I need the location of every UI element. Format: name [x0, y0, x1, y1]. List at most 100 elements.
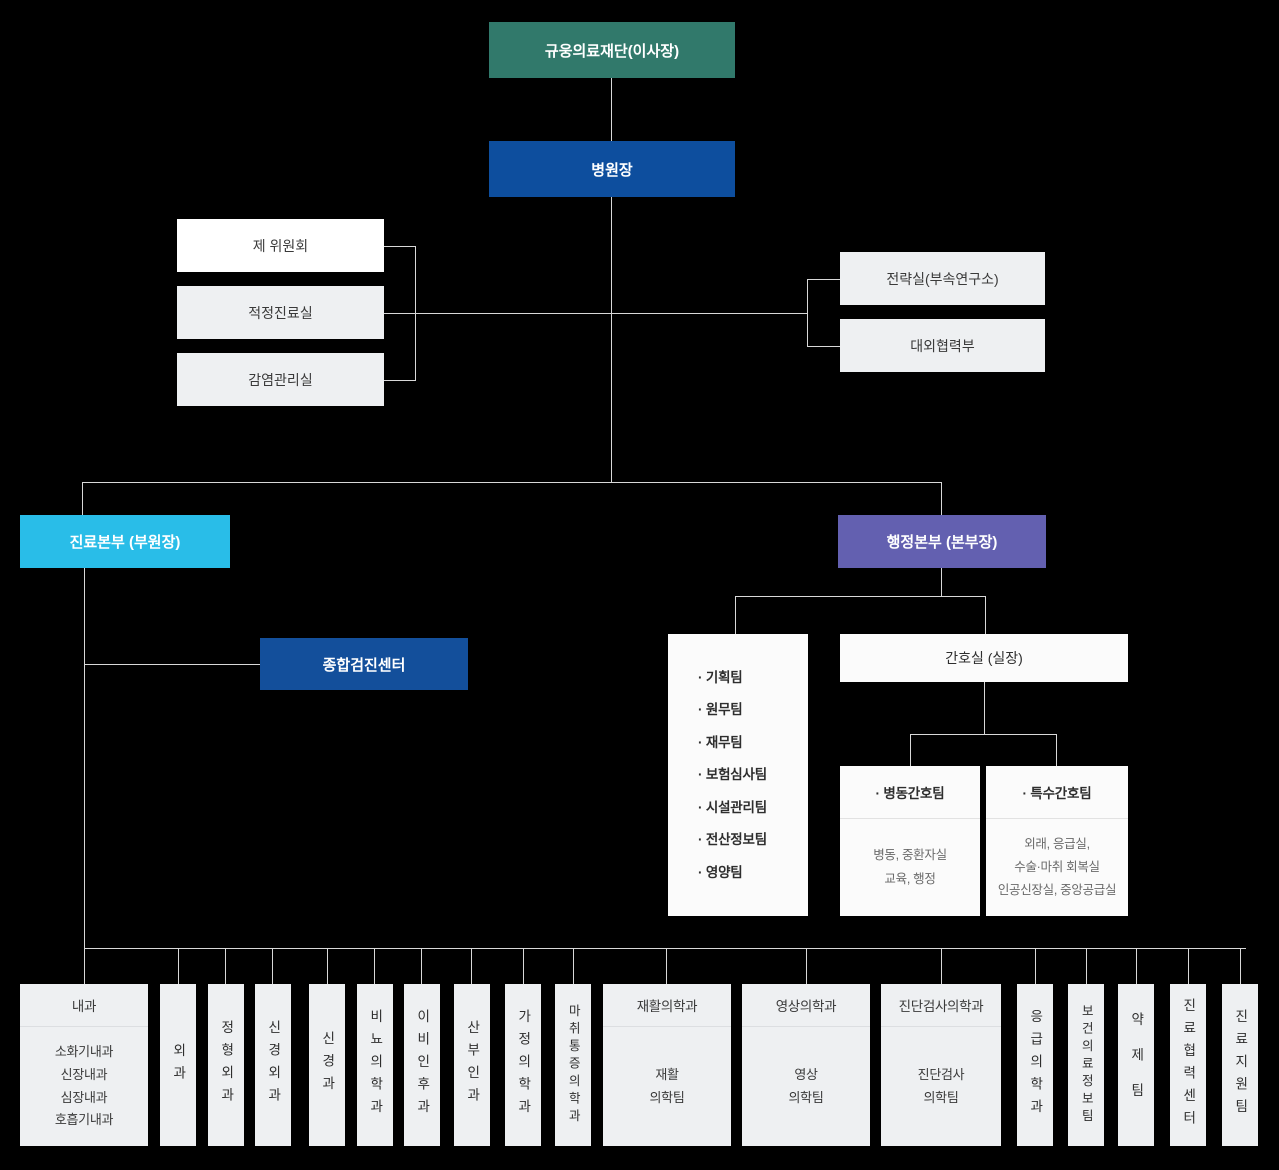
dept-item: 의학팀	[923, 1089, 959, 1105]
dept-emergency-medicine[interactable]: 응급의학과	[1017, 984, 1053, 1146]
dept-item: 호흡기내과	[54, 1112, 114, 1128]
admin-team-item: · 원무팀	[698, 702, 743, 718]
dept-otolaryngology-title: 이비인후과	[414, 1008, 430, 1122]
connector-left-committee-1	[384, 246, 416, 247]
connector-dept-drop	[421, 948, 422, 984]
dept-internal-medicine-items: 소화기내과 신장내과 심장내과 호흡기내과	[20, 1027, 148, 1146]
dept-orthopedics-title: 정형외과	[218, 1020, 234, 1110]
dept-referral-center[interactable]: 진료협력센터	[1170, 984, 1206, 1146]
node-special-nursing-team[interactable]: · 특수간호팀 외래, 응급실, 수술·마취 회복실 인공신장실, 중앙공급실	[986, 766, 1128, 916]
dept-emergency-medicine-title: 응급의학과	[1027, 1008, 1043, 1122]
ward-nursing-detail: 병동, 중환자실	[873, 848, 947, 863]
connector-dept-drop	[327, 948, 328, 984]
node-admin-division-label: 행정본부 (본부장)	[886, 534, 998, 551]
admin-team-item: · 영양팀	[698, 864, 743, 880]
dept-internal-medicine[interactable]: 내과 소화기내과 신장내과 심장내과 호흡기내과	[20, 984, 148, 1146]
connector-director-spine	[611, 197, 612, 482]
dept-medical-support-team[interactable]: 진료지원팀	[1222, 984, 1258, 1146]
ward-nursing-team-title: · 병동간호팀	[840, 766, 980, 819]
dept-item: 의학팀	[649, 1089, 685, 1105]
connector-dept-drop	[272, 948, 273, 984]
dept-item: 신장내과	[60, 1066, 108, 1082]
connector-dept-drop	[84, 948, 85, 984]
connector-dept-drop	[666, 948, 667, 984]
dept-obstetrics-gynecology[interactable]: 산부인과	[454, 984, 490, 1146]
dept-laboratory-medicine-items: 진단검사 의학팀	[881, 1027, 1001, 1146]
connector-dept-drop	[1136, 948, 1137, 984]
dept-medical-support-team-title: 진료지원팀	[1232, 1008, 1248, 1122]
dept-item: 진단검사	[917, 1066, 965, 1082]
dept-referral-center-title: 진료협력센터	[1180, 997, 1196, 1133]
connector-nursing-spine	[984, 682, 985, 734]
connector-medical-to-screening	[84, 664, 261, 665]
node-committee-0[interactable]: 제 위원회	[177, 219, 384, 272]
connector-admin-to-teams	[735, 596, 736, 634]
dept-neurology-title: 신경과	[319, 1031, 335, 1099]
connector-left-committee-3	[384, 380, 416, 381]
dept-item: 심장내과	[60, 1089, 108, 1105]
node-office-1[interactable]: 대외협력부	[840, 319, 1045, 372]
admin-team-list[interactable]: · 기획팀 · 원무팀 · 재무팀 · 보험심사팀 · 시설관리팀 · 전산정보…	[668, 634, 808, 916]
connector-dept-drop	[178, 948, 179, 984]
dept-item: 소화기내과	[54, 1044, 114, 1059]
node-committee-1[interactable]: 적정진료실	[177, 286, 384, 339]
dept-obstetrics-gynecology-title: 산부인과	[464, 1020, 480, 1110]
admin-team-item: · 전산정보팀	[698, 832, 767, 848]
dept-family-medicine-title: 가정의학과	[515, 1008, 531, 1122]
ward-nursing-team-details: 병동, 중환자실 교육, 행정	[840, 819, 980, 916]
connector-dept-drop	[1188, 948, 1189, 984]
connector-admin-bus	[735, 596, 986, 597]
connector-nursing-to-ward	[910, 734, 911, 766]
dept-pharmacy-team[interactable]: 약제팀	[1118, 984, 1154, 1146]
node-director-label: 병원장	[591, 161, 633, 179]
special-nursing-detail: 인공신장실, 중앙공급실	[997, 883, 1117, 898]
node-office-1-label: 대외협력부	[910, 337, 975, 354]
node-nursing-office-label: 간호실 (실장)	[945, 650, 1023, 666]
node-medical-division[interactable]: 진료본부 (부원장)	[20, 515, 230, 568]
node-ward-nursing-team[interactable]: · 병동간호팀 병동, 중환자실 교육, 행정	[840, 766, 980, 916]
node-office-0[interactable]: 전략실(부속연구소)	[840, 252, 1045, 305]
connector-right-bracket-vertical	[807, 279, 808, 346]
dept-orthopedics[interactable]: 정형외과	[208, 984, 244, 1146]
connector-foundation-director	[611, 78, 612, 141]
connector-bus-to-admin	[941, 482, 942, 515]
dept-rehabilitation-medicine[interactable]: 재활의학과 재활 의학팀	[603, 984, 731, 1146]
dept-internal-medicine-title: 내과	[20, 984, 148, 1027]
dept-health-information-team[interactable]: 보건의료정보팀	[1068, 984, 1104, 1146]
connector-dept-drop	[471, 948, 472, 984]
dept-rehabilitation-medicine-items: 재활 의학팀	[603, 1027, 731, 1146]
connector-dept-drop	[573, 948, 574, 984]
dept-otolaryngology[interactable]: 이비인후과	[404, 984, 440, 1146]
dept-surgery-title: 외과	[170, 1042, 186, 1088]
node-nursing-office[interactable]: 간호실 (실장)	[840, 634, 1128, 682]
dept-neurosurgery[interactable]: 신경외과	[255, 984, 291, 1146]
node-foundation-label: 규웅의료재단(이사장)	[544, 42, 680, 60]
dept-neurology[interactable]: 신경과	[309, 984, 345, 1146]
connector-dept-drop	[225, 948, 226, 984]
connector-dept-drop	[806, 948, 807, 984]
node-screening-center[interactable]: 종합검진센터	[260, 638, 468, 690]
dept-laboratory-medicine[interactable]: 진단검사의학과 진단검사 의학팀	[881, 984, 1001, 1146]
connector-right-office-2	[807, 346, 840, 347]
dept-surgery[interactable]: 외과	[160, 984, 196, 1146]
connector-right-office-1	[807, 279, 840, 280]
dept-item: 영상	[794, 1066, 818, 1082]
dept-family-medicine[interactable]: 가정의학과	[505, 984, 541, 1146]
dept-item: 재활	[655, 1066, 679, 1082]
connector-left-bracket-to-spine	[415, 313, 612, 314]
node-admin-division[interactable]: 행정본부 (본부장)	[838, 515, 1046, 568]
connector-bus-to-medical	[82, 482, 83, 515]
node-committee-2[interactable]: 감염관리실	[177, 353, 384, 406]
node-foundation[interactable]: 규웅의료재단(이사장)	[489, 22, 735, 78]
admin-team-item: · 보험심사팀	[698, 767, 767, 783]
special-nursing-team-title: · 특수간호팀	[986, 766, 1128, 819]
dept-radiology[interactable]: 영상의학과 영상 의학팀	[742, 984, 870, 1146]
connector-dept-drop	[1240, 948, 1241, 984]
ward-nursing-detail: 교육, 행정	[884, 871, 936, 886]
node-director[interactable]: 병원장	[489, 141, 735, 197]
dept-anesthesiology-pain-medicine[interactable]: 마취통증의학과	[555, 984, 591, 1146]
dept-urology[interactable]: 비뇨의학과	[357, 984, 393, 1146]
dept-pharmacy-team-title: 약제팀	[1128, 1011, 1144, 1119]
admin-team-item: · 시설관리팀	[698, 799, 767, 815]
